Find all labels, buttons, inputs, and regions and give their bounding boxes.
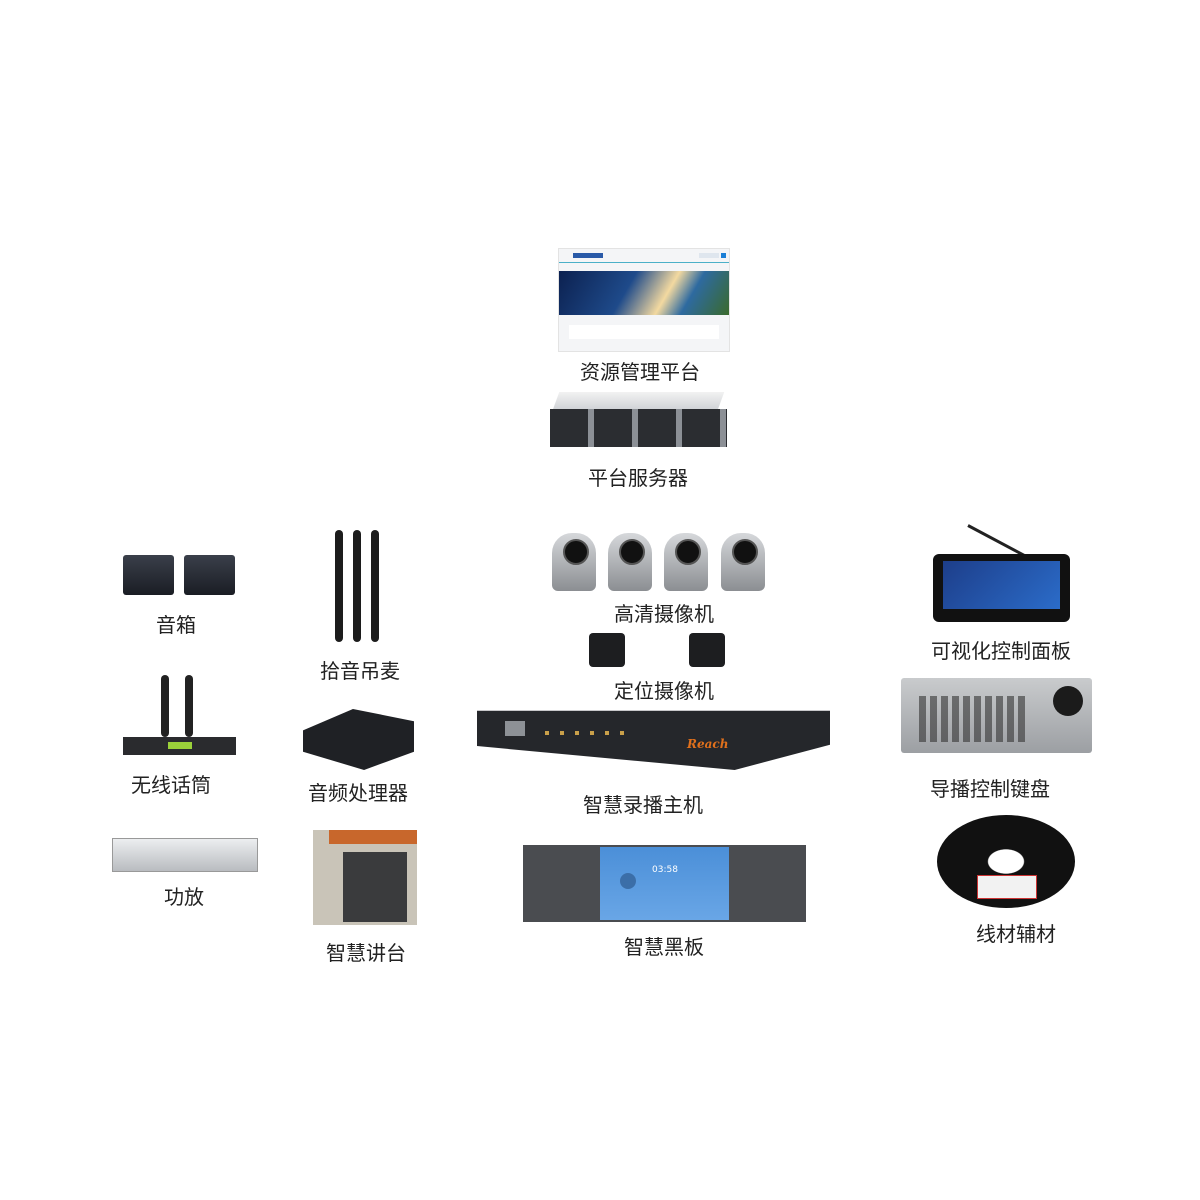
label-audio-processor: 音频处理器 [308,781,408,805]
director-keyboard-image [901,678,1092,753]
resource-platform-screenshot [558,248,730,352]
hanging-mics-image [333,530,381,642]
cable-coil-image [937,815,1075,908]
positioning-camera-right [689,633,725,667]
label-hd-camera: 高清摄像机 [614,602,714,626]
audio-processor-image [303,709,414,770]
smart-podium-image [313,830,417,925]
blackboard-clock: 03:58 [652,865,678,875]
label-blackboard: 智慧黑板 [624,935,704,959]
label-podium: 智慧讲台 [326,941,406,965]
label-amplifier: 功放 [164,885,204,909]
control-panel-image [933,518,1070,622]
label-hanging-mic: 拾音吊麦 [320,659,400,683]
hd-cameras-image [552,533,767,591]
label-positioning-camera: 定位摄像机 [614,679,714,703]
smart-blackboard-image: 03:58 [523,845,806,922]
label-server: 平台服务器 [588,466,688,490]
label-director-keyboard: 导播控制键盘 [930,777,1050,801]
positioning-camera-left [589,633,625,667]
label-control-panel: 可视化控制面板 [931,639,1071,663]
server-image [550,392,727,447]
speaker-right [184,555,235,595]
speaker-left [123,555,174,595]
wireless-mic-image [123,675,236,757]
brand-logo: Reach [687,737,729,751]
label-recording-host: 智慧录播主机 [583,793,703,817]
label-speaker: 音箱 [156,613,196,637]
amplifier-image [112,838,258,872]
recording-host-image: Reach [477,707,830,770]
label-platform: 资源管理平台 [580,360,700,384]
label-cables: 线材辅材 [976,922,1056,946]
label-wireless-mic: 无线话筒 [131,773,211,797]
